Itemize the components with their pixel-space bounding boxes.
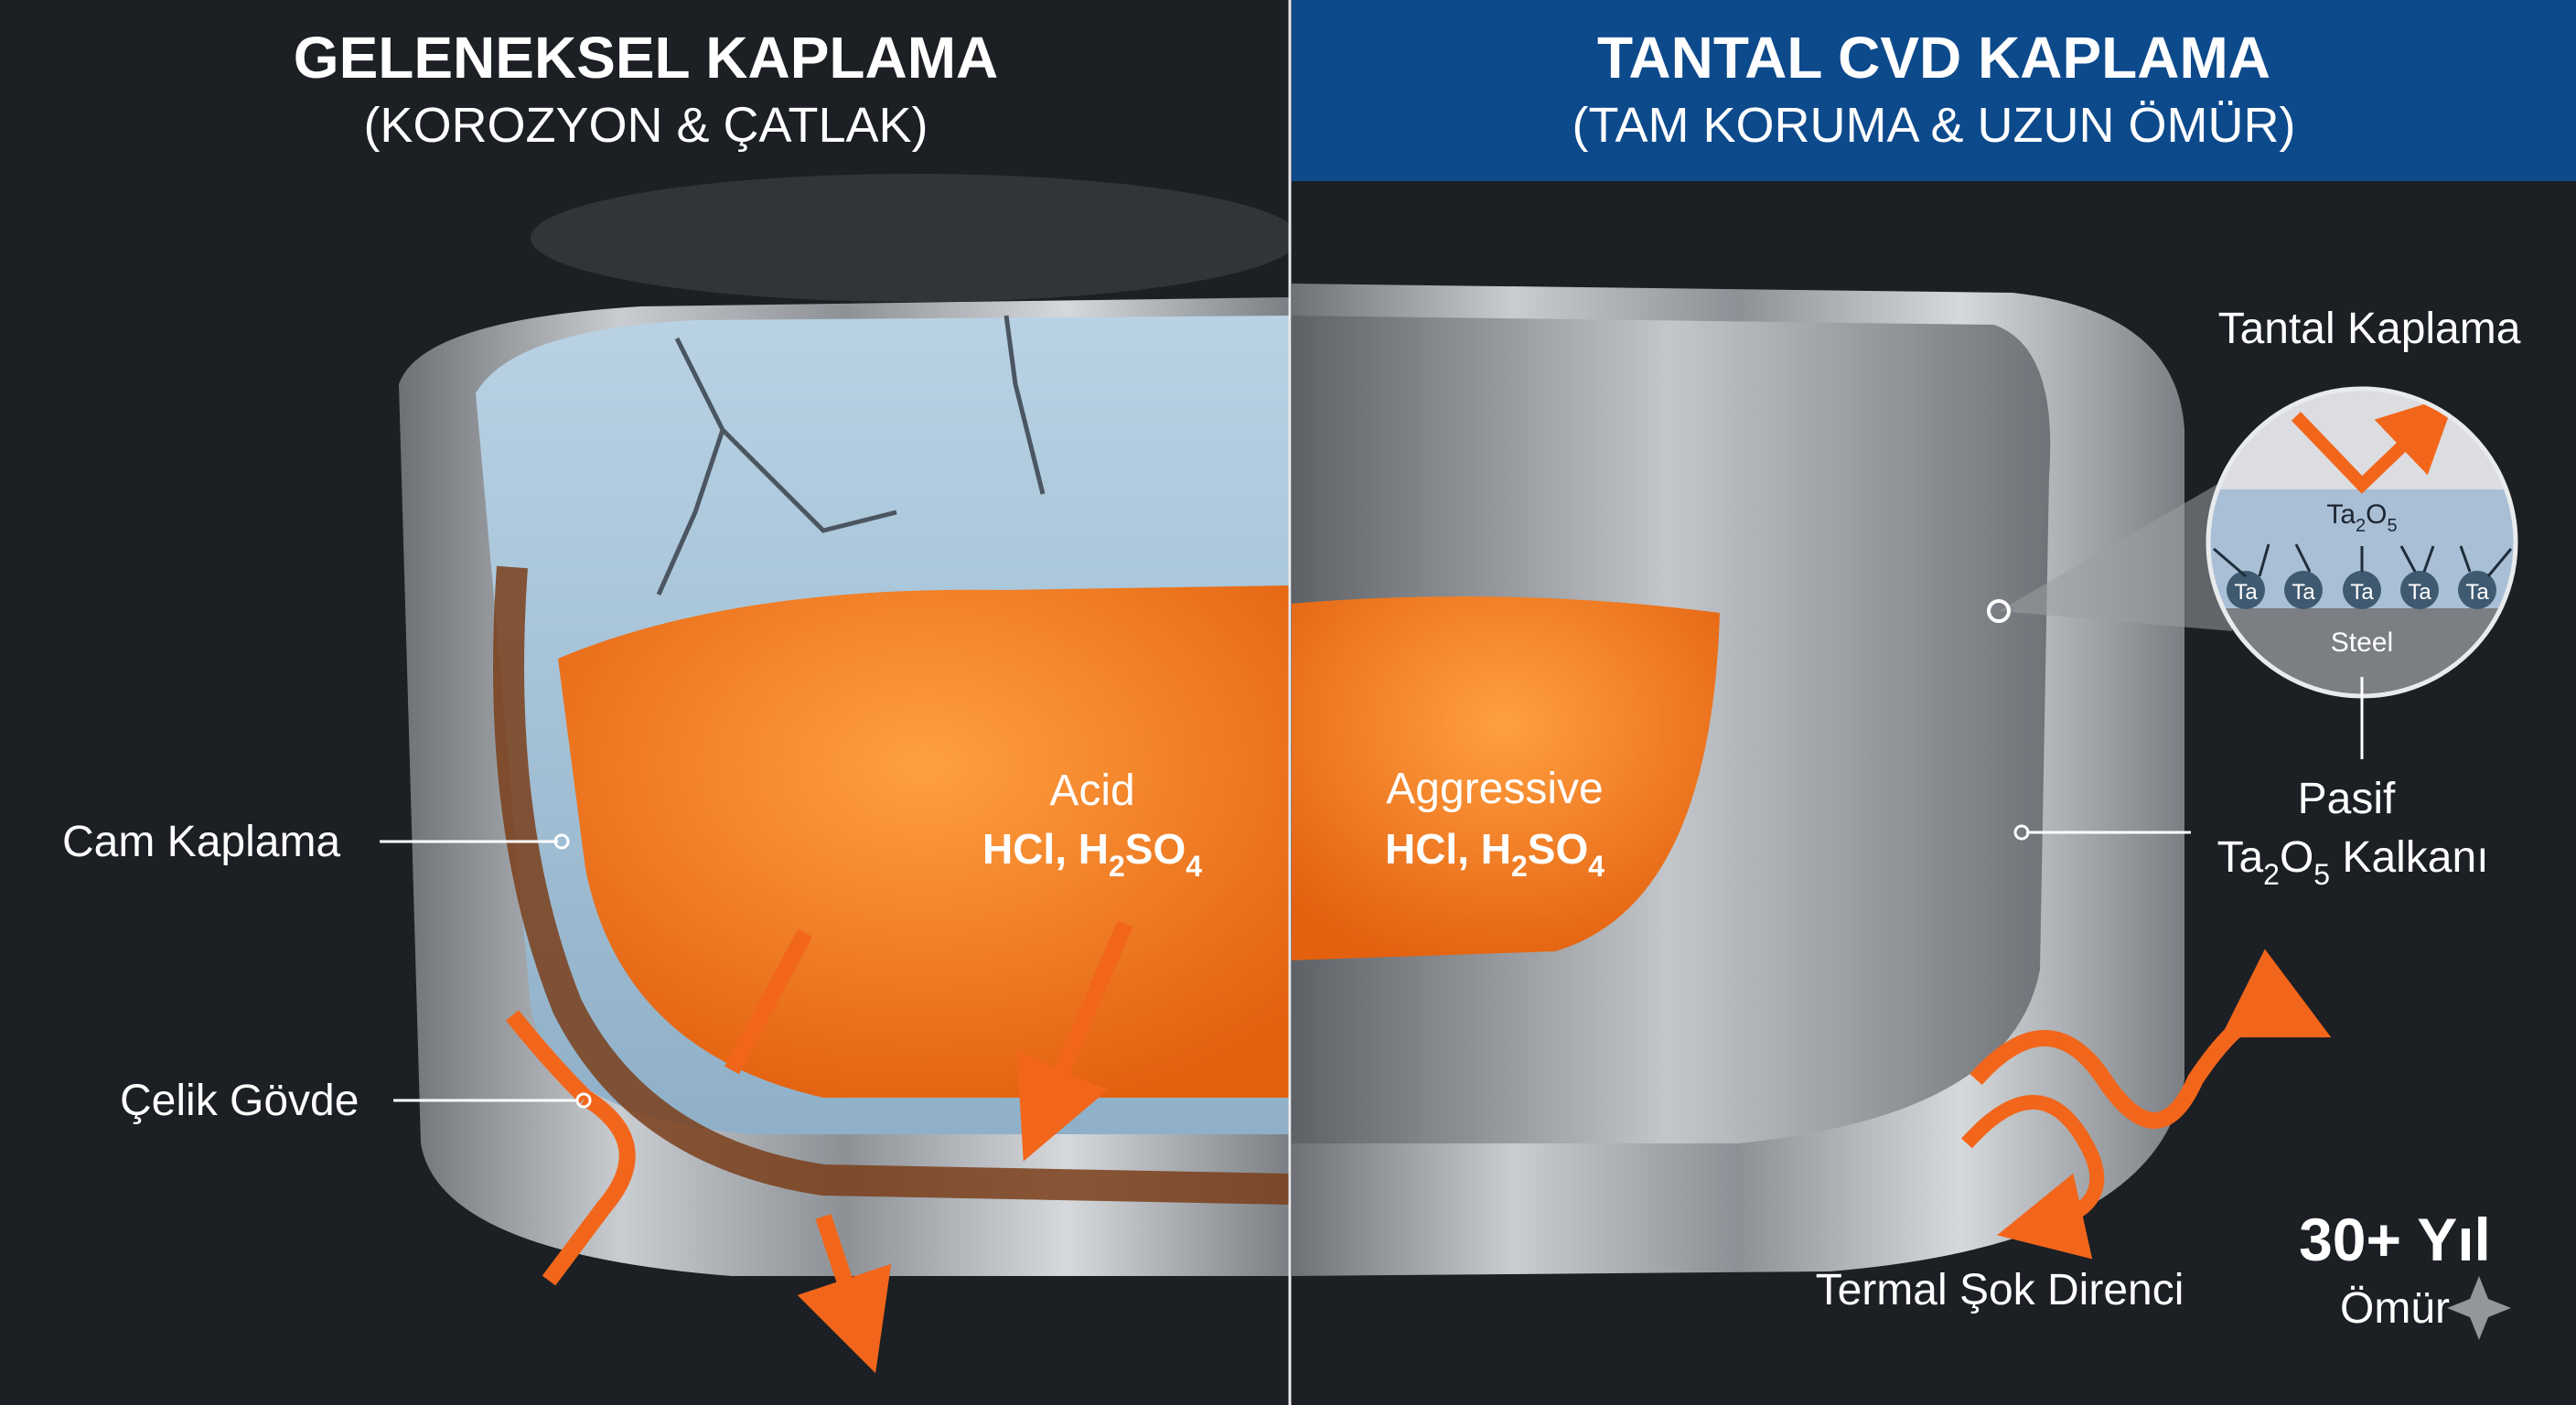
inset-callout-cone: [1999, 476, 2232, 631]
steel-body-label: Çelik Gövde: [120, 1077, 359, 1125]
ta-atoms: Ta Ta Ta Ta Ta: [2213, 543, 2513, 609]
inset-steel-label: Steel: [2331, 627, 2393, 658]
crack-lines: [656, 315, 1046, 596]
left-subtitle: (KOROZYON & ÇATLAK): [363, 98, 928, 153]
ta-atom: Ta: [2234, 580, 2258, 605]
passive-shield-label: Ta2O5 Kalkanı: [2216, 833, 2488, 891]
aggressive-label: Aggressive: [1386, 765, 1603, 813]
glass-lined-vessel: [399, 174, 1290, 1326]
acid-formula: HCl, H2SO4: [982, 825, 1202, 883]
lifetime-label: Ömür: [2340, 1284, 2450, 1333]
aggressive-acid: [1292, 596, 1720, 960]
sparkle-icon: [2447, 1276, 2511, 1340]
ta-atom: Ta: [2408, 580, 2431, 605]
lifetime-years: 30+ Yıl: [2299, 1206, 2491, 1273]
ta-atom: Ta: [2350, 580, 2374, 605]
thermal-wave-arrow-2: [1961, 1095, 2105, 1260]
rust-corrosion: [493, 565, 1290, 1205]
right-header-band: [1292, 0, 2576, 181]
glass-lining-label: Cam Kaplama: [62, 818, 340, 866]
acid-penetration-arrows: [724, 920, 1133, 1116]
left-title: GELENEKSEL KAPLAMA: [294, 25, 998, 91]
ta-atom: Ta: [2465, 580, 2489, 605]
corrosion-arrows: [505, 1010, 860, 1326]
tantalum-coated-vessel: [1292, 284, 2332, 1276]
right-title: TANTAL CVD KAPLAMA: [1597, 25, 2270, 91]
steel-leader-dot: [575, 1092, 592, 1109]
deflected-arrow: [2291, 393, 2457, 494]
inset-anchor-dot: [1987, 599, 2011, 623]
passive-label: Pasif: [2298, 775, 2396, 823]
acid-label: Acid: [1049, 767, 1134, 815]
glass-leader-dot: [553, 833, 570, 850]
thermal-shock-label: Termal Şok Direnci: [1816, 1266, 2184, 1314]
ta-atom: Ta: [2292, 580, 2315, 605]
aggressive-formula: HCl, H2SO4: [1385, 825, 1605, 883]
shield-leader-dot: [2013, 824, 2030, 841]
inset-oxide-label: Ta2O5: [2326, 499, 2397, 536]
thermal-wave-arrow: [1970, 949, 2332, 1129]
steam: [531, 174, 1290, 302]
right-subtitle: (TAM KORUMA & UZUN ÖMÜR): [1572, 98, 2296, 153]
tantalum-coating-label: Tantal Kaplama: [2218, 305, 2521, 353]
